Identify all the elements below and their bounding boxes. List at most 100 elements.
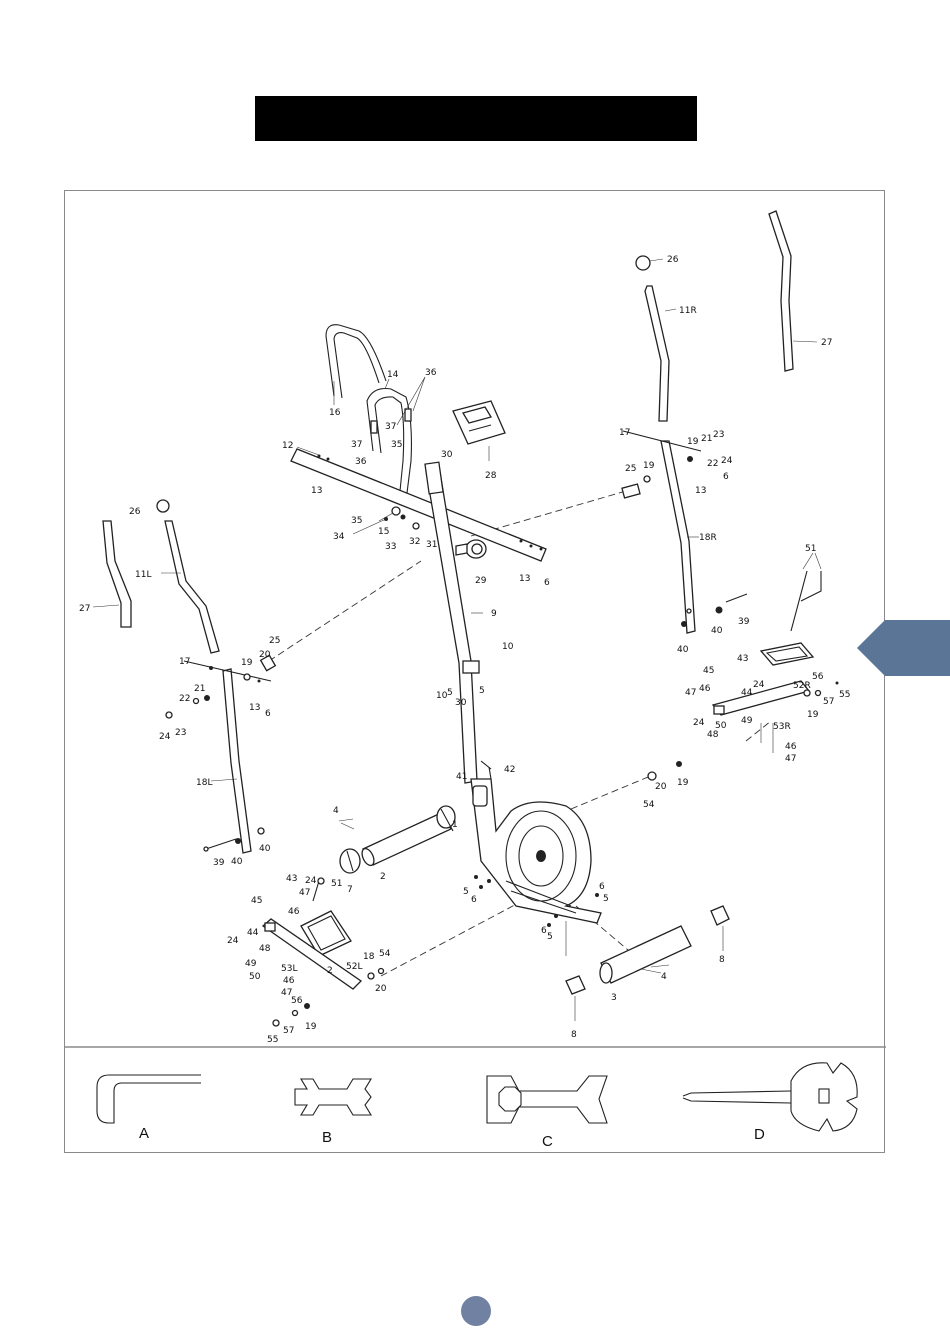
part-label: 20	[375, 984, 387, 994]
part-label: 5	[547, 932, 553, 942]
part-label: 33	[385, 542, 396, 552]
screwdriver-wrench-icon	[682, 1062, 858, 1132]
part-label: 43	[737, 654, 748, 664]
handlebar-clamps	[370, 376, 426, 434]
part-label: 22	[179, 694, 190, 704]
right-swing-arm-18r	[621, 430, 748, 634]
tool-label-b: B	[322, 1129, 332, 1146]
part-label: 6	[599, 882, 605, 892]
grip-27-left	[92, 520, 132, 628]
part-label: 18L	[196, 778, 212, 788]
part-label: 26	[129, 507, 141, 517]
part-label: 19	[687, 437, 699, 447]
part-label: 13	[311, 486, 322, 496]
part-label: 22	[707, 459, 718, 469]
part-label: 40	[677, 645, 689, 655]
part-label: 44	[741, 688, 753, 698]
part-label: 5	[463, 887, 469, 897]
part-label: 44	[247, 928, 259, 938]
part-label: 35	[351, 516, 362, 526]
part-label: 8	[571, 1030, 577, 1040]
part-label: 57	[823, 697, 834, 707]
right-handle-upper-11r	[635, 255, 677, 422]
top-handlebar-16	[325, 324, 387, 405]
part-label: 2	[327, 966, 333, 976]
part-label: 19	[677, 778, 689, 788]
part-labels: 26 11R 27 16 14 36 37 35 37 36 12 13 30 …	[79, 255, 850, 1045]
part-label: 51	[331, 879, 342, 889]
part-label: 19	[241, 658, 253, 668]
part-label: 6	[265, 709, 271, 719]
part-label: 1	[452, 820, 458, 830]
part-label: 7	[347, 885, 353, 895]
console-28	[452, 400, 506, 461]
part-label: 27	[821, 338, 832, 348]
part-label: 5	[479, 686, 485, 696]
part-label: 40	[231, 857, 243, 867]
part-label: 53R	[773, 722, 791, 732]
main-upright-tube-9	[424, 461, 483, 784]
part-label: 49	[741, 716, 753, 726]
part-label: 34	[333, 532, 345, 542]
part-label: 23	[713, 430, 724, 440]
part-label: 5	[447, 688, 453, 698]
part-label: 37	[351, 440, 362, 450]
part-label: 49	[245, 959, 257, 969]
part-label: 17	[179, 657, 190, 667]
part-label: 55	[267, 1035, 278, 1045]
part-label: 4	[661, 972, 667, 982]
part-label: 17	[619, 428, 630, 438]
rear-stabilizer-2	[338, 805, 456, 874]
part-label: 43	[286, 874, 297, 884]
part-label: 4	[333, 806, 339, 816]
part-label: 10	[502, 642, 514, 652]
front-stabilizer-3	[565, 905, 730, 1021]
part-label: 50	[715, 721, 727, 731]
pivot-hardware	[352, 506, 420, 535]
part-label: 18R	[699, 533, 717, 543]
allen-key-icon	[96, 1074, 201, 1124]
part-label: 48	[259, 944, 271, 954]
combination-wrench-icon	[486, 1075, 608, 1124]
part-label: 18	[363, 952, 375, 962]
tool-label-c: C	[542, 1133, 553, 1150]
part-label: 19	[305, 1022, 317, 1032]
part-label: 45	[703, 666, 714, 676]
part-label: 24	[721, 456, 733, 466]
part-label: 42	[504, 765, 515, 775]
tool-label-a: A	[139, 1125, 149, 1142]
part-label: 30	[455, 698, 467, 708]
part-label: 46	[283, 976, 295, 986]
part-29-knob	[455, 539, 487, 559]
part-label: 6	[471, 895, 477, 905]
part-label: 13	[695, 486, 706, 496]
part-label: 40	[711, 626, 723, 636]
part-label: 13	[519, 574, 530, 584]
grip-27-right	[768, 210, 818, 372]
part-label: 16	[329, 408, 341, 418]
part-label: 56	[291, 996, 303, 1006]
left-arm-hardware	[165, 695, 265, 852]
part-label: 46	[785, 742, 797, 752]
part-label: 52R	[793, 681, 811, 691]
part-label: 25	[625, 464, 636, 474]
part-label: 8	[719, 955, 725, 965]
crossbar-12	[290, 446, 547, 562]
part-label: 12	[282, 441, 293, 451]
part-label: 52L	[346, 962, 362, 972]
part-label: 6	[541, 926, 547, 936]
part-label: 29	[475, 576, 487, 586]
part-label: 6	[544, 578, 550, 588]
part-label: 21	[194, 684, 205, 694]
part-label: 41	[456, 772, 467, 782]
part-label: 19	[807, 710, 819, 720]
part-label: 46	[699, 684, 711, 694]
part-label: 47	[299, 888, 310, 898]
part-label: 47	[785, 754, 796, 764]
title-bar	[255, 96, 697, 141]
part-label: 11R	[679, 306, 697, 316]
part-label: 21	[701, 434, 712, 444]
tool-label-d: D	[754, 1126, 765, 1143]
part-label: 36	[355, 457, 367, 467]
side-tab-arrow-icon[interactable]	[857, 620, 950, 676]
